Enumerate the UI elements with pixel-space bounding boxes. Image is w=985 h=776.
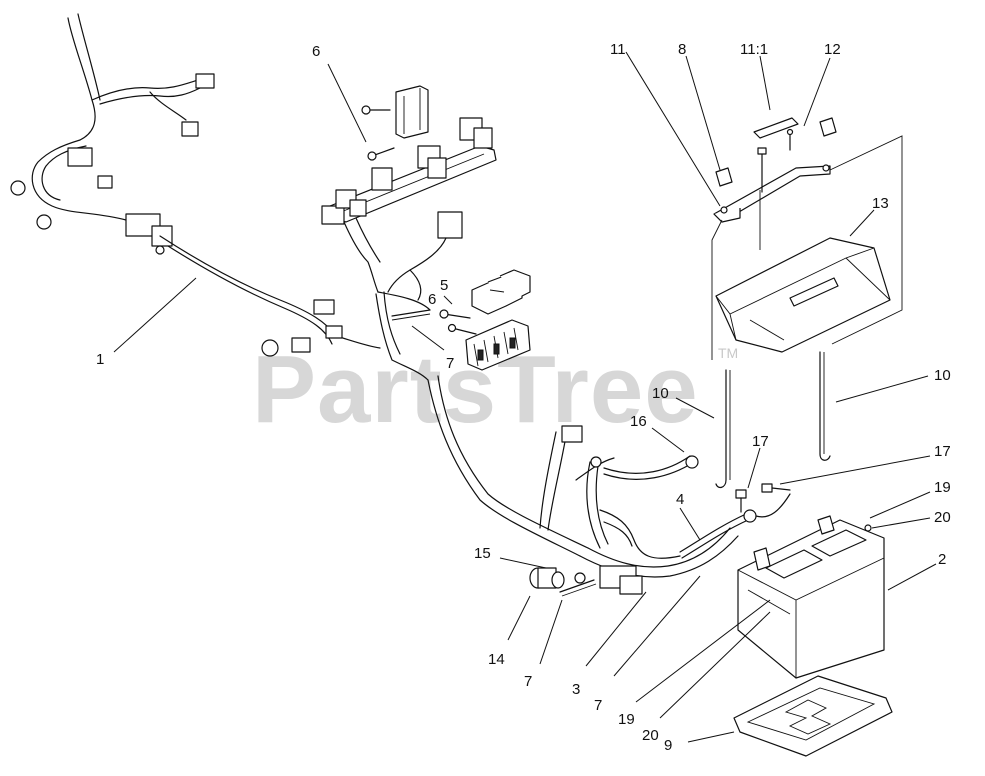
callout-7-upper: 7	[446, 355, 454, 372]
callout-16: 16	[630, 413, 647, 430]
callout-9: 9	[664, 737, 672, 754]
battery-bolt-left[interactable]	[735, 489, 747, 513]
cable-tie-lower[interactable]	[559, 579, 597, 597]
callout-19-lower: 19	[618, 711, 635, 728]
ground-cable[interactable]	[590, 455, 699, 480]
j-bolt-left[interactable]	[715, 369, 731, 489]
leader-lines	[113, 51, 937, 743]
callout-15: 15	[474, 545, 491, 562]
callout-2: 2	[938, 551, 946, 568]
callout-17-left: 17	[752, 433, 769, 450]
callout-5: 5	[440, 277, 448, 294]
callout-20-lower: 20	[642, 727, 659, 744]
battery-cable[interactable]	[679, 493, 791, 559]
battery[interactable]	[737, 515, 885, 679]
callout-10-right: 10	[934, 367, 951, 384]
callout-11: 11	[610, 41, 626, 58]
battery-cover[interactable]	[715, 237, 891, 353]
hold-down-bracket[interactable]	[711, 117, 903, 360]
plug-and-bushing[interactable]	[529, 567, 586, 589]
relay-set[interactable]	[471, 269, 531, 315]
wire-harness[interactable]	[10, 13, 739, 595]
callout-13: 13	[872, 195, 889, 212]
callout-11-1: 11:1	[740, 41, 768, 58]
callouts: 1 6 6 5 7 11 8 11:1 12 13 10 10 16 17 17…	[96, 41, 951, 754]
callout-8: 8	[678, 41, 686, 58]
callout-4: 4	[676, 491, 684, 508]
callout-20-right: 20	[934, 509, 951, 526]
callout-1: 1	[96, 351, 104, 368]
terminal-strip[interactable]	[439, 309, 531, 371]
callout-14: 14	[488, 651, 505, 668]
callout-6-lower: 6	[428, 291, 436, 308]
callout-6-upper: 6	[312, 43, 320, 60]
callout-17-right: 17	[934, 443, 951, 460]
battery-bolt-right[interactable]	[761, 483, 791, 493]
callout-7-lower: 7	[524, 673, 532, 690]
callout-7-right: 7	[594, 697, 602, 714]
cable-tie-upper[interactable]	[391, 309, 431, 321]
callout-12: 12	[824, 41, 841, 58]
callout-3: 3	[572, 681, 580, 698]
callout-19-right: 19	[934, 479, 951, 496]
j-bolt-right[interactable]	[819, 351, 831, 461]
callout-10-left: 10	[652, 385, 669, 402]
fuse-block-harness[interactable]	[321, 85, 497, 311]
battery-tray[interactable]	[733, 675, 893, 757]
watermark-tm: TM	[718, 345, 738, 361]
